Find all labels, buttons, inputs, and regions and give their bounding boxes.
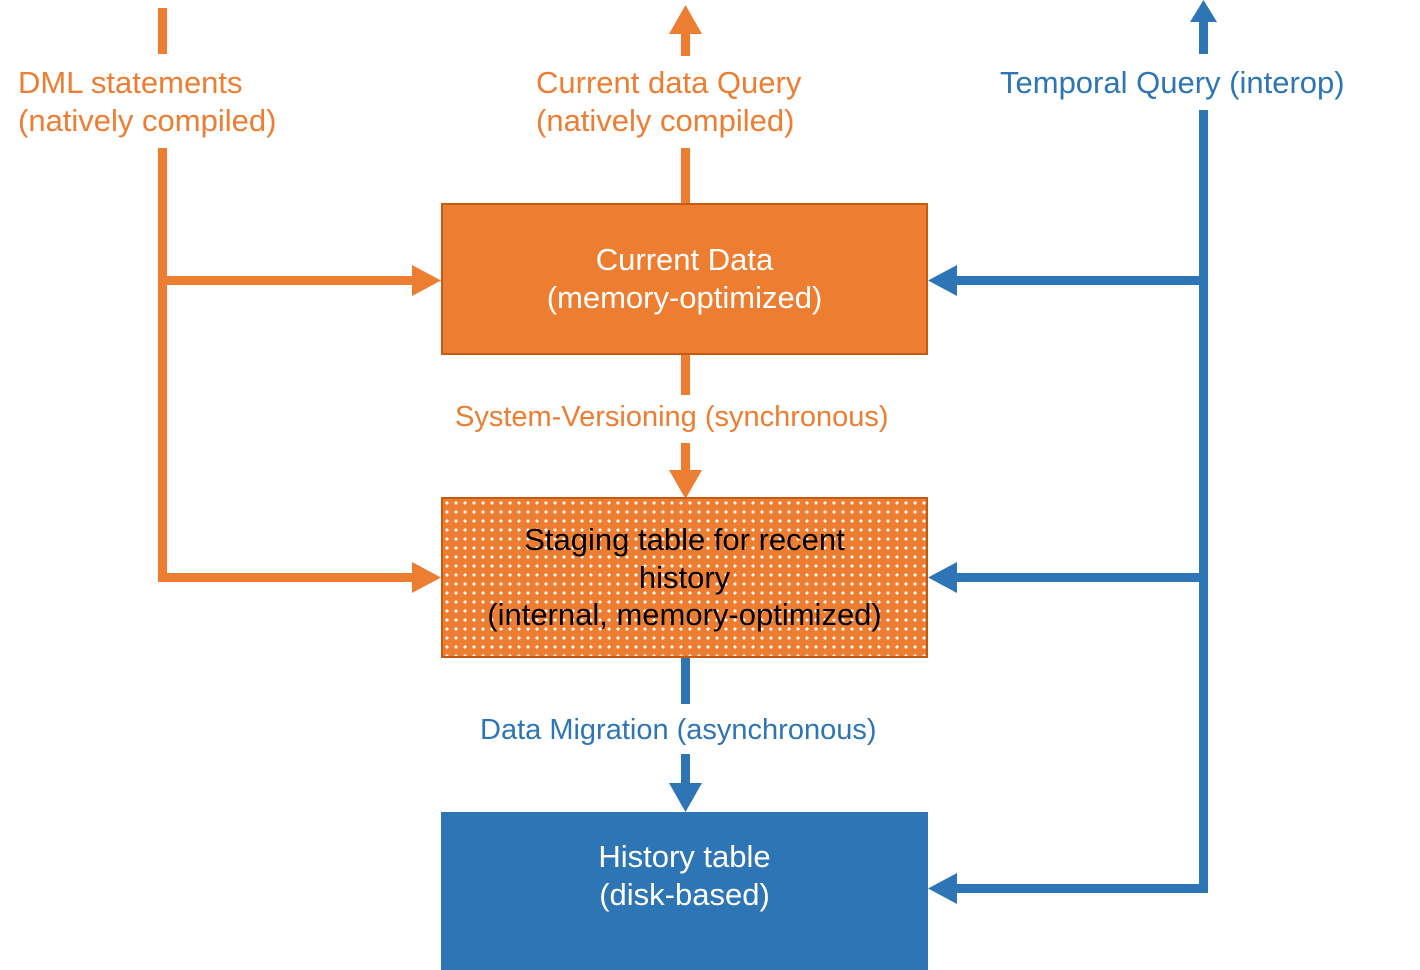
connector-temporal-query-to-current-data bbox=[928, 265, 1204, 296]
node-staging-table[interactable]: Staging table for recent history (intern… bbox=[441, 497, 928, 658]
node-history-table[interactable]: History table (disk-based) bbox=[441, 812, 928, 970]
connector-dml-to-current-data bbox=[158, 265, 441, 296]
node-current-data-label: Current Data (memory-optimized) bbox=[546, 242, 823, 315]
caption-current-data-query: Current data Query (natively compiled) bbox=[536, 65, 802, 138]
node-staging-table-label: Staging table for recent history (intern… bbox=[487, 521, 882, 633]
caption-data-migration: Data Migration (asynchronous) bbox=[480, 714, 877, 746]
caption-system-versioning: System-Versioning (synchronous) bbox=[455, 401, 889, 433]
caption-dml-statements: DML statements (natively compiled) bbox=[18, 65, 277, 138]
connector-dml-to-staging-table bbox=[158, 562, 441, 593]
connector-temporal-query-trunk bbox=[1190, 0, 1217, 893]
node-history-table-label: History table (disk-based) bbox=[598, 839, 771, 912]
node-current-data[interactable]: Current Data (memory-optimized) bbox=[441, 203, 928, 355]
caption-temporal-query: Temporal Query (interop) bbox=[1000, 65, 1345, 100]
connector-temporal-query-to-history-table bbox=[928, 873, 1204, 904]
connector-temporal-query-to-staging-table bbox=[928, 562, 1204, 593]
